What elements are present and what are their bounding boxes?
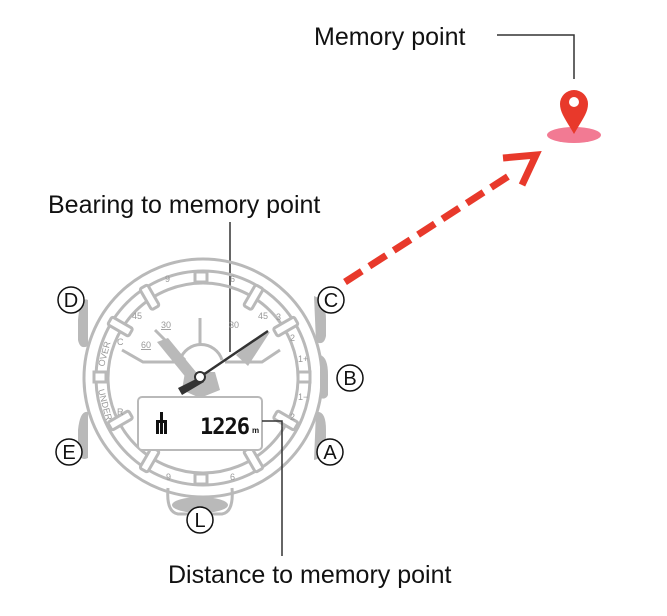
- scale-mark: 45: [132, 311, 142, 321]
- scale-mark: 1+: [298, 354, 308, 364]
- watch: 9 6 45 30 60 30 45 3 2 1+ 1− 2 9 6 C R O…: [78, 257, 328, 516]
- svg-text:B: B: [343, 368, 356, 390]
- distance-unit: m: [252, 426, 259, 435]
- scale-mark: 2: [290, 333, 295, 343]
- map-pin-icon: [547, 90, 601, 143]
- bezel-r: R: [117, 407, 124, 417]
- scale-mark: 9: [165, 274, 170, 284]
- distance-leader: [262, 420, 283, 556]
- button-l-body[interactable]: [172, 497, 228, 513]
- pin-shadow: [547, 127, 601, 143]
- scale-mark: 45: [258, 311, 268, 321]
- scale-mark: 6: [230, 472, 235, 482]
- bezel-c: C: [117, 337, 124, 347]
- button-label-l: L: [186, 506, 214, 534]
- scale-mark: 2: [290, 412, 295, 422]
- scale-mark: 60: [141, 340, 151, 350]
- button-label-a: A: [316, 438, 344, 466]
- scale-mark: 1−: [298, 392, 308, 402]
- bearing-label: Bearing to memory point: [48, 191, 320, 219]
- scale-mark: 9: [166, 472, 171, 482]
- memory-point-leader: [497, 34, 575, 79]
- scale-mark: 6: [230, 274, 235, 284]
- memory-point-label: Memory point: [314, 23, 465, 51]
- lcd-display: [137, 396, 263, 451]
- watch-case: [82, 257, 324, 499]
- button-label-b: B: [336, 364, 364, 392]
- svg-text:L: L: [194, 510, 205, 532]
- scale-mark: 30: [229, 320, 239, 330]
- direction-arrow: [343, 150, 542, 285]
- svg-text:C: C: [324, 290, 338, 312]
- scale-mark: 3: [276, 312, 281, 322]
- scale-mark: 30: [161, 320, 171, 330]
- svg-text:E: E: [62, 442, 75, 464]
- distance-value: 1226: [200, 415, 250, 440]
- button-label-e: E: [55, 438, 83, 466]
- button-d-body[interactable]: [78, 299, 88, 348]
- button-label-d: D: [57, 286, 85, 314]
- svg-text:A: A: [323, 442, 337, 464]
- compass-icon: [156, 412, 167, 434]
- distance-label: Distance to memory point: [168, 561, 452, 589]
- svg-text:D: D: [64, 290, 78, 312]
- bearing-hand: [178, 329, 269, 395]
- button-label-c: C: [317, 286, 345, 314]
